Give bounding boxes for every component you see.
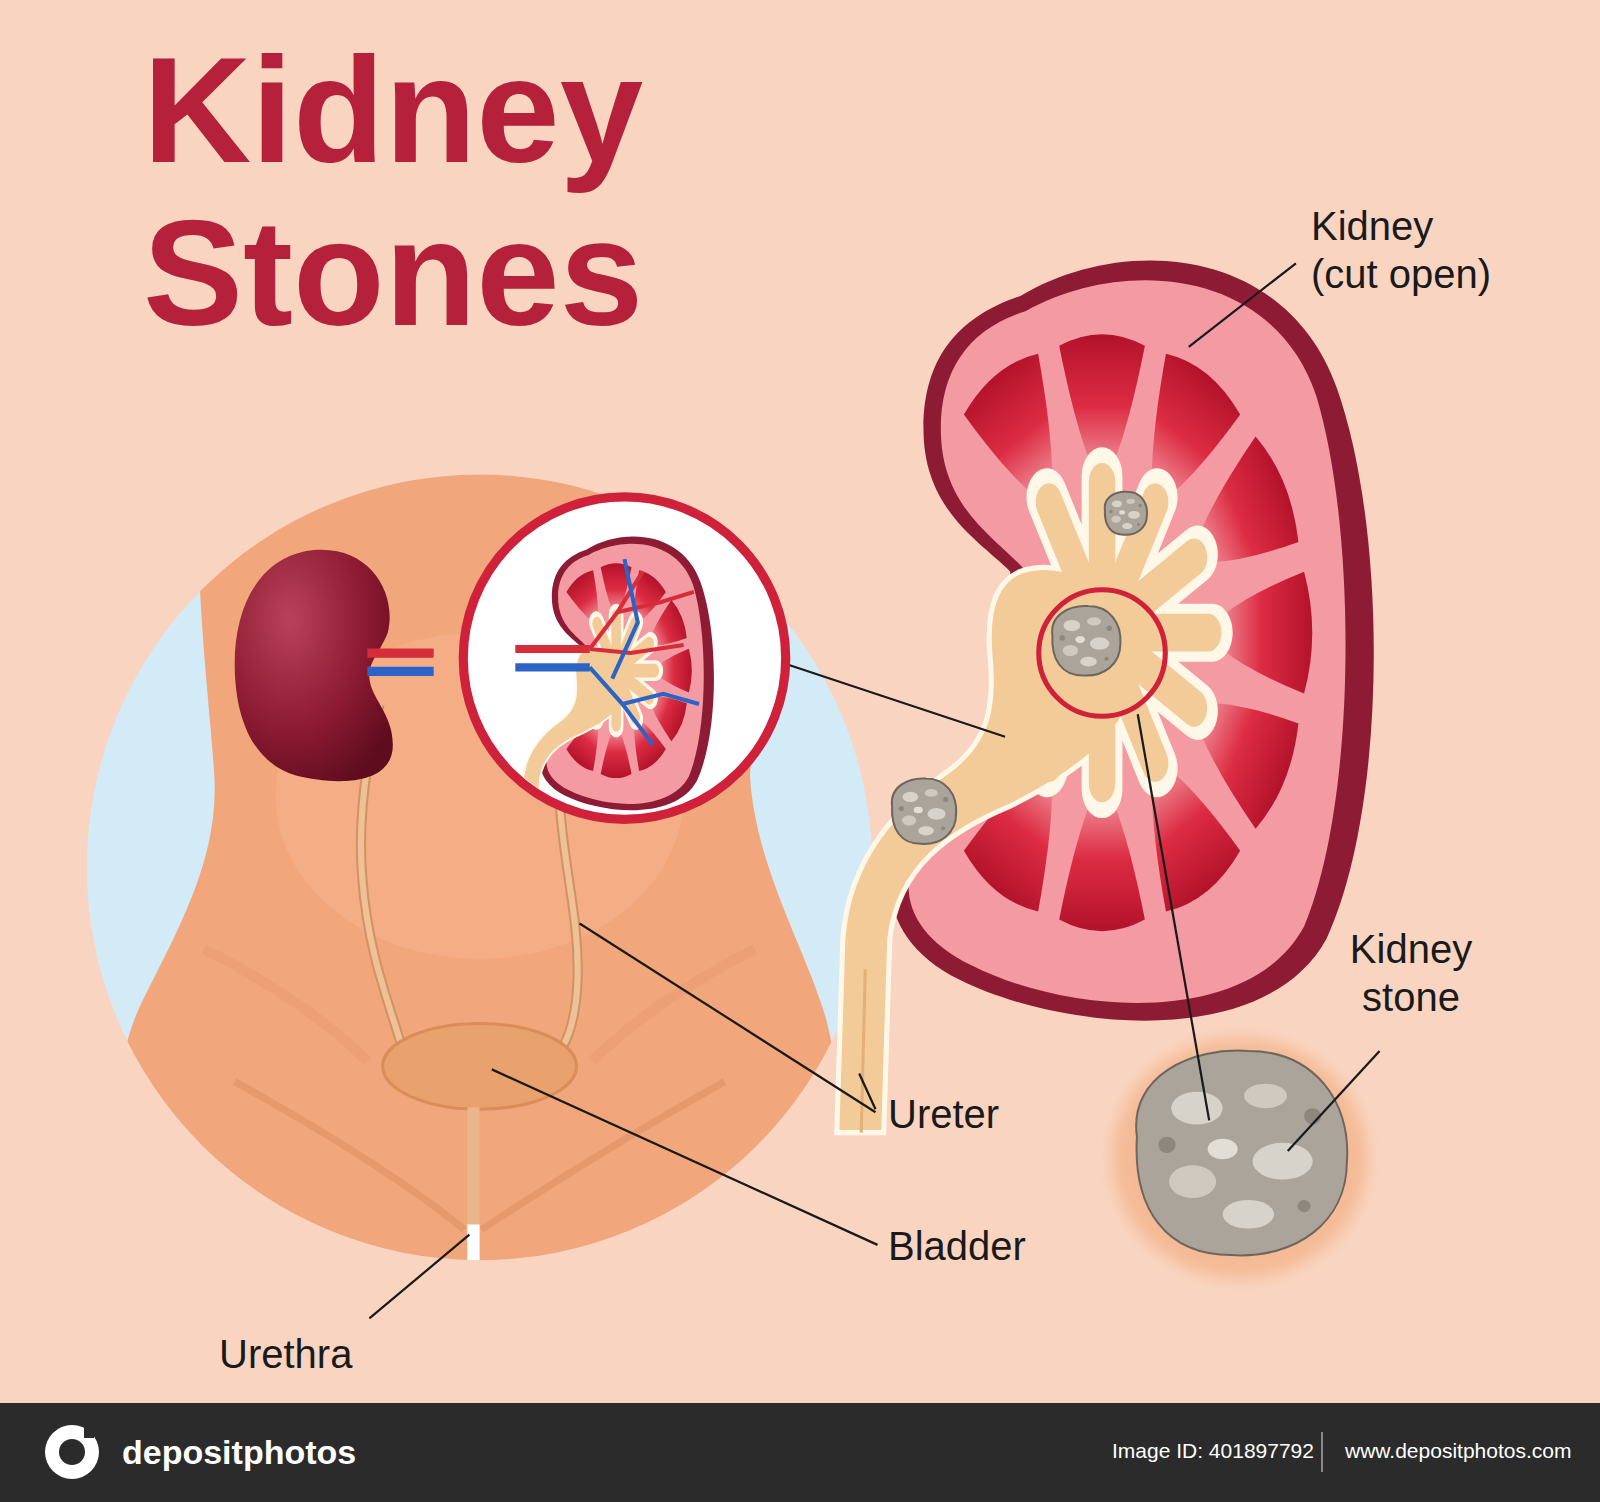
urine-stream xyxy=(467,1224,479,1306)
renal-vein xyxy=(367,667,433,676)
title-wrap: Kidney Stones xyxy=(143,29,783,355)
organ-label-wrap: Kidney (cut open) xyxy=(1311,202,1503,298)
brand-name: depositphotos xyxy=(122,1431,356,1473)
organ-label: Kidney (cut open) xyxy=(1311,202,1503,298)
magnifier-ring xyxy=(463,497,785,819)
image-id-wrap: Image ID: 401897792 xyxy=(1112,1438,1314,1464)
stone xyxy=(892,778,956,844)
leader-lines xyxy=(369,263,1379,1318)
part-label-wrap: Urethra xyxy=(219,1330,352,1378)
site-url: www.depositphotos.com xyxy=(1345,1438,1571,1464)
title: Kidney Stones xyxy=(143,29,783,355)
kidney-stone-large xyxy=(1136,1051,1347,1256)
bladder xyxy=(383,1023,577,1109)
part-label-wrap: Bladder xyxy=(888,1222,1026,1270)
footer-bar xyxy=(0,1403,1600,1502)
part-label: Bladder xyxy=(888,1222,1026,1270)
stone xyxy=(1052,606,1120,676)
image-id: Image ID: 401897792 xyxy=(1112,1438,1314,1464)
kidney xyxy=(235,550,393,781)
stone-label-wrap: Kidney stone xyxy=(1336,925,1486,1021)
ureter xyxy=(559,796,578,1046)
stone xyxy=(1105,492,1147,535)
highlight-ring xyxy=(1039,590,1166,717)
part-label: Urethra xyxy=(219,1330,352,1378)
kidney-section xyxy=(837,260,1374,1132)
renal-artery xyxy=(367,648,433,657)
stone-glow xyxy=(1112,1038,1367,1279)
logo-icon xyxy=(45,1425,99,1479)
separator xyxy=(1321,1432,1323,1472)
torso xyxy=(108,449,843,1296)
site-url-wrap: www.depositphotos.com xyxy=(1345,1438,1571,1464)
brand-name-wrap: depositphotos xyxy=(122,1431,356,1473)
stone-label: Kidney stone xyxy=(1336,925,1486,1021)
urethra xyxy=(467,1107,479,1224)
part-label: Ureter xyxy=(888,1090,999,1138)
part-label-wrap: Ureter xyxy=(888,1090,999,1138)
body-view xyxy=(87,449,873,1306)
